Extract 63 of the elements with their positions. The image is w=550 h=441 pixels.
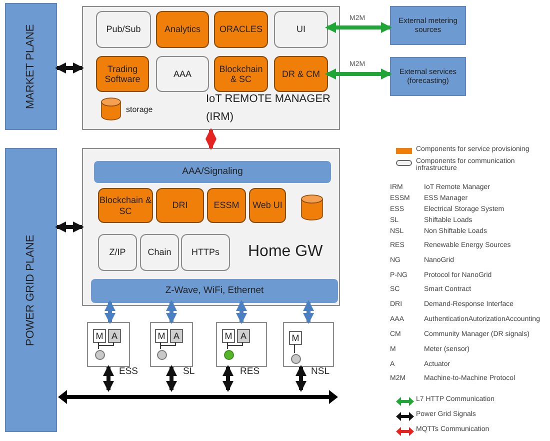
- actuator-box: A: [108, 329, 121, 343]
- service-module-box: Trading Software: [96, 56, 149, 92]
- meter-box: M: [222, 329, 235, 343]
- connector-line: [160, 342, 176, 350]
- double-arrow: [166, 300, 177, 324]
- double-arrow: [104, 300, 116, 324]
- device-circle: [290, 354, 300, 364]
- infrastructure-module-box: HTTPs: [181, 234, 230, 271]
- storage-cylinder: [101, 97, 121, 121]
- device-circle: [156, 350, 166, 360]
- platform-panel: [82, 148, 340, 306]
- component-caption: ESS: [119, 366, 138, 377]
- component-caption: RES: [240, 366, 260, 377]
- double-arrow: [103, 365, 114, 392]
- component-caption: SL: [183, 366, 195, 377]
- double-arrow: [222, 365, 234, 392]
- storage-cylinder: [301, 194, 323, 221]
- actuator-box: A: [170, 329, 183, 343]
- double-arrow: [55, 222, 84, 232]
- meter-box: M: [289, 331, 302, 345]
- infrastructure-module-box: AAA: [156, 56, 209, 92]
- component-caption: NSL: [311, 366, 330, 377]
- service-module-box: Analytics: [156, 11, 209, 48]
- double-arrow: [325, 22, 392, 33]
- service-module-box: DR & CM: [274, 56, 328, 92]
- service-module-box: Web UI: [249, 188, 286, 223]
- meter-box: M: [93, 329, 106, 343]
- meter-box: M: [155, 329, 168, 343]
- component-caption: storage: [126, 105, 153, 114]
- plane-band: POWER GRID PLANE: [5, 148, 57, 432]
- double-arrow: [206, 128, 216, 150]
- infrastructure-module-box: Z/IP: [98, 234, 137, 271]
- infrastructure-module-box: Chain: [140, 234, 179, 271]
- device-box: [87, 322, 130, 367]
- power-bus-bar: [58, 390, 338, 404]
- double-arrow: [236, 300, 247, 324]
- device-box: [150, 322, 193, 367]
- connector-line: [227, 342, 243, 350]
- service-module-box: ESSM: [207, 188, 246, 223]
- infrastructure-module-box: UI: [274, 11, 328, 48]
- double-arrow: [55, 62, 84, 74]
- platform-panel: [82, 6, 340, 130]
- infrastructure-module-box: Pub/Sub: [96, 11, 151, 48]
- double-arrow: [166, 365, 177, 392]
- service-module-box: Blockchain & SC: [98, 188, 153, 223]
- service-module-box: Blockchain & SC: [214, 56, 268, 92]
- actuator-box: A: [237, 329, 250, 343]
- node-title: IoT REMOTE MANAGER (IRM): [206, 92, 332, 125]
- service-module-box: ORACLES: [214, 11, 268, 48]
- connector-line: [294, 344, 295, 354]
- device-circle: [94, 350, 104, 360]
- device-box: [216, 322, 267, 367]
- double-arrow: [325, 68, 392, 80]
- node-title: Home GW: [248, 242, 324, 262]
- protocol-bar: AAA/Signaling: [94, 161, 331, 183]
- plane-band: MARKET PLANE: [5, 3, 57, 130]
- service-module-box: DRI: [156, 188, 204, 223]
- protocol-bar: Z-Wave, WiFi, Ethernet: [91, 279, 338, 303]
- connector-line: [98, 342, 114, 350]
- double-arrow: [303, 300, 314, 324]
- device-box: [283, 322, 334, 367]
- double-arrow: [296, 365, 306, 392]
- device-circle: [224, 350, 234, 360]
